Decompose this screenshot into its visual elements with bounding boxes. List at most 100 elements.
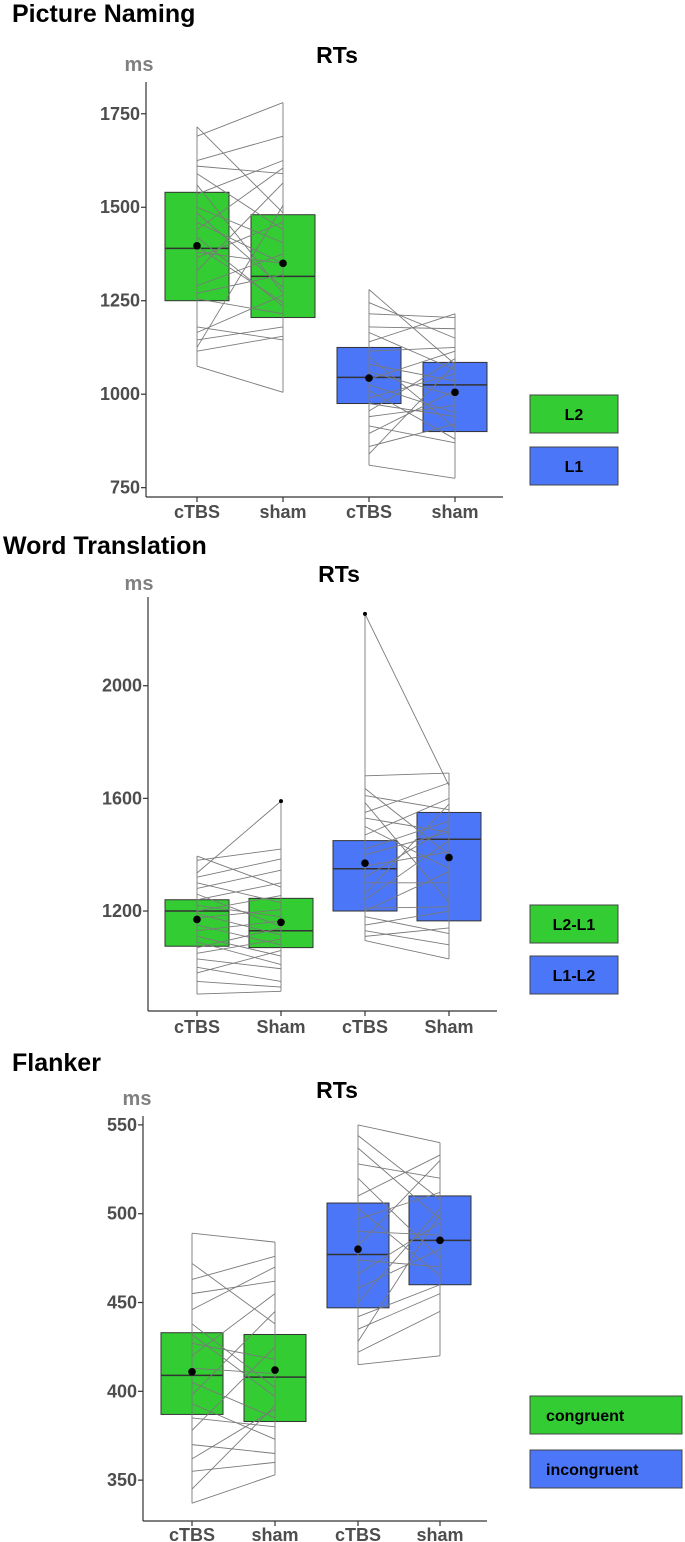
subject-line	[196, 173, 284, 231]
subject-line	[364, 788, 450, 856]
subject-line	[357, 1163, 441, 1179]
subject-line	[191, 1346, 276, 1431]
x-tick-label: Sham	[424, 1017, 473, 1037]
mean-point	[277, 918, 285, 927]
subject-line	[364, 772, 450, 777]
chart-title: RTs	[318, 561, 360, 587]
subject-line	[368, 423, 456, 447]
mean-point	[193, 241, 201, 250]
legend-swatch	[529, 904, 619, 944]
subject-line	[191, 1266, 276, 1311]
subject-line	[357, 1160, 441, 1246]
subject-line	[357, 1147, 441, 1220]
legend-swatch	[529, 955, 619, 995]
x-tick-label: sham	[416, 1525, 463, 1542]
subject-line	[368, 390, 456, 440]
subject-line	[196, 938, 282, 954]
subject-line	[368, 332, 456, 371]
subject-line	[196, 848, 282, 861]
subject-line	[368, 313, 456, 318]
subject-line	[191, 1382, 276, 1419]
subject-line	[368, 363, 456, 382]
y-tick-label: 1750	[100, 104, 140, 124]
subject-line	[357, 1208, 441, 1303]
subject-line	[191, 1417, 276, 1428]
subject-line	[368, 373, 456, 399]
subject-line	[364, 871, 450, 912]
y-axis-unit: ms	[125, 573, 154, 595]
subject-line	[196, 221, 284, 264]
subject-line	[196, 858, 282, 878]
subject-line	[191, 1334, 276, 1398]
subject-line	[364, 803, 450, 895]
subject-line	[364, 930, 450, 946]
y-tick-label: 1000	[100, 384, 140, 404]
mean-point	[188, 1367, 196, 1376]
subject-line	[191, 1323, 276, 1389]
subject-line	[191, 1280, 276, 1295]
subject-line	[196, 212, 284, 288]
subject-line	[357, 1284, 441, 1318]
subject-line	[196, 893, 282, 927]
subject-line	[364, 826, 450, 870]
subject-line	[368, 464, 456, 479]
x-tick-label: Sham	[256, 1017, 305, 1037]
subject-line	[368, 313, 456, 343]
subject-line	[191, 1293, 276, 1357]
subject-line	[357, 1154, 441, 1197]
y-tick-label: 1600	[102, 788, 142, 808]
subject-line	[196, 253, 284, 287]
x-tick-label: cTBS	[342, 1017, 388, 1037]
legend-swatch	[529, 394, 619, 434]
chart-title: RTs	[316, 42, 358, 68]
y-tick-label: 350	[107, 1470, 137, 1490]
subject-line	[191, 1405, 276, 1490]
subject-line	[364, 906, 450, 909]
subject-line	[357, 1208, 441, 1277]
mean-point	[365, 374, 373, 382]
subject-line	[196, 895, 282, 912]
subject-line	[357, 1355, 441, 1366]
y-tick-label: 750	[110, 478, 140, 498]
subject-line	[368, 404, 456, 418]
subject-line	[196, 855, 282, 888]
subject-line	[364, 826, 450, 878]
y-axis-unit: ms	[125, 54, 154, 76]
subject-line	[364, 817, 450, 833]
subject-line	[196, 294, 284, 333]
subject-line	[368, 425, 456, 444]
subject-line	[357, 1177, 441, 1259]
y-tick-label: 1250	[100, 291, 140, 311]
legend-label: incongruent	[546, 1462, 639, 1479]
x-tick-label: sham	[431, 502, 478, 522]
subject-line	[368, 350, 456, 380]
subject-line	[196, 335, 284, 352]
subject-line	[357, 1310, 441, 1353]
mean-point	[354, 1245, 362, 1254]
subject-line	[368, 390, 456, 434]
subject-line	[368, 403, 456, 418]
subject-line	[357, 1124, 441, 1144]
subject-line	[368, 371, 456, 397]
subject-line	[196, 326, 284, 341]
subject-line	[191, 1255, 276, 1280]
legend-label: L1	[565, 459, 584, 476]
panel-title: Picture Naming	[12, 0, 195, 28]
y-tick-label: 500	[107, 1204, 137, 1224]
subject-line	[364, 927, 450, 937]
subject-line	[196, 365, 284, 393]
subject-line	[191, 1367, 276, 1375]
subject-line	[368, 363, 456, 455]
subject-line	[191, 1444, 276, 1454]
x-tick-label: sham	[251, 1525, 298, 1542]
subject-line	[364, 916, 450, 934]
outlier-point	[363, 611, 367, 616]
y-tick-label: 550	[107, 1115, 137, 1135]
subject-line	[196, 206, 284, 244]
subject-line	[368, 347, 456, 352]
subject-line	[368, 356, 456, 429]
legend-label: L2	[565, 407, 584, 424]
subject-line	[357, 1222, 441, 1275]
